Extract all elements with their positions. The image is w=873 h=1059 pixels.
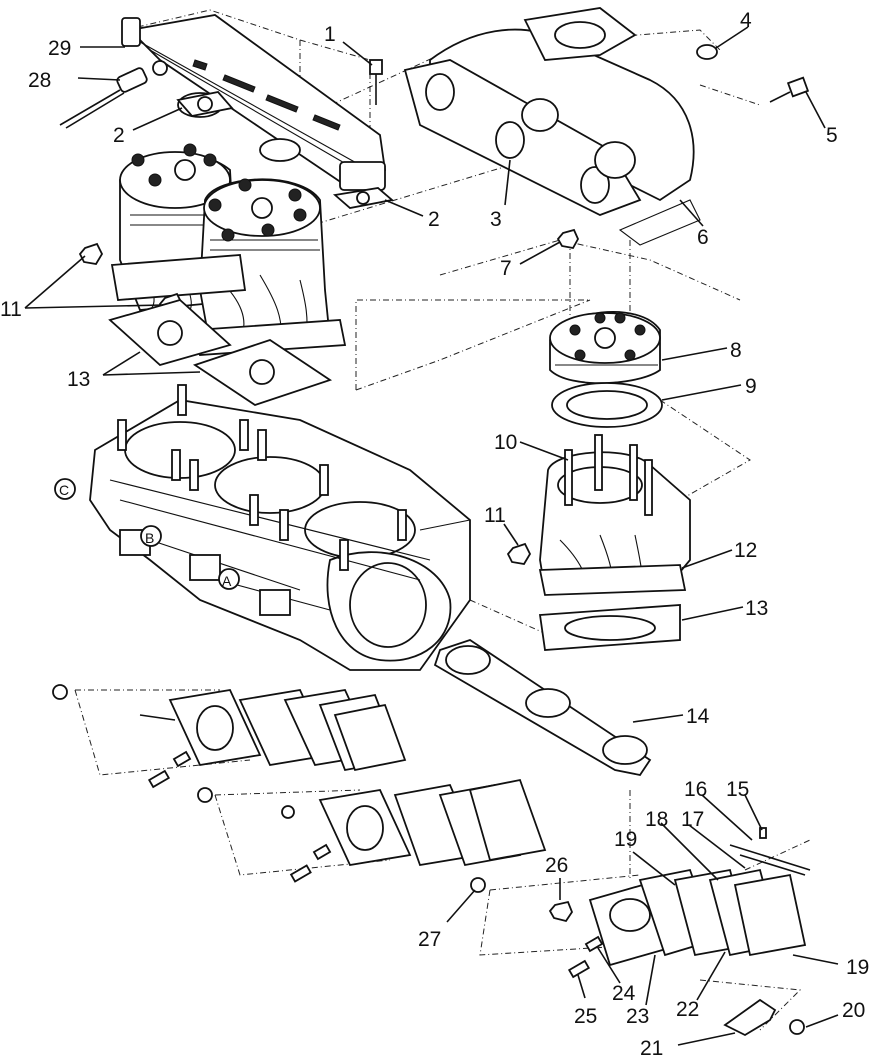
callout-24: 24: [612, 982, 636, 1005]
plug-4: [696, 44, 718, 60]
head-nuts: [131, 143, 307, 242]
callout-14: 14: [686, 705, 710, 728]
callout-11-left: 11: [0, 298, 22, 321]
cylinder-head: [549, 311, 661, 385]
callout-13-left: 13: [67, 368, 90, 391]
reference-markers: [54, 478, 240, 590]
callout-25: 25: [574, 1005, 597, 1028]
temperature-sensor: [59, 67, 148, 129]
cylinder-12: [538, 451, 691, 596]
leader-lines: [24, 26, 839, 1046]
callout-labels: 1 2 2 3 4 5 6 7 8 9 10 11 11 12 13 13 14…: [0, 9, 869, 1059]
callout-17: 17: [681, 808, 704, 831]
callout-28: 28: [28, 69, 51, 92]
bolt-1: [369, 59, 383, 105]
exhaust-pipe: [403, 7, 701, 246]
callout-18: 18: [645, 808, 668, 831]
intake-plate: [433, 639, 652, 777]
callout-19-upper: 19: [614, 828, 637, 851]
reed-block-exploded: [548, 827, 811, 1037]
callout-4: 4: [740, 9, 752, 32]
reed-assembly-middle: [197, 778, 547, 893]
nut-11-right: [506, 542, 532, 565]
callout-2-upper: 2: [113, 124, 125, 147]
callout-1: 1: [324, 23, 336, 46]
callout-16: 16: [684, 778, 707, 801]
callout-29: 29: [48, 37, 71, 60]
callout-7: 7: [500, 257, 512, 280]
callout-10: 10: [494, 431, 517, 454]
studs-10: [564, 434, 653, 516]
head-nut-7: [556, 228, 580, 250]
ref-letter-a: A: [222, 573, 232, 589]
callout-6: 6: [697, 226, 709, 249]
callout-2-lower: 2: [428, 208, 440, 231]
callout-26: 26: [545, 854, 568, 877]
bolt-5: [769, 76, 810, 103]
reed-assembly-upper: [52, 684, 407, 789]
crankcase-studs: [117, 384, 407, 571]
callout-21: 21: [640, 1037, 663, 1059]
head-gasket: [551, 382, 663, 428]
callout-11-right: 11: [484, 504, 506, 527]
ref-letter-b: B: [145, 530, 154, 546]
callout-9: 9: [745, 375, 757, 398]
callout-22: 22: [676, 998, 699, 1021]
exhaust-gaskets: [176, 91, 395, 209]
reference-letter-labels: A B C: [59, 482, 232, 589]
callout-8: 8: [730, 339, 742, 362]
callout-3: 3: [490, 208, 502, 231]
ref-letter-c: C: [59, 482, 69, 498]
callout-12: 12: [734, 539, 757, 562]
callout-27: 27: [418, 928, 441, 951]
callout-19-lower: 19: [846, 956, 869, 979]
base-gasket-13-right: [538, 604, 681, 651]
callout-20: 20: [842, 999, 865, 1022]
exhaust-manifold: [121, 14, 386, 191]
callout-13-right: 13: [745, 597, 768, 620]
base-gaskets-left: [108, 298, 333, 406]
callout-15: 15: [726, 778, 749, 801]
callout-5: 5: [826, 124, 838, 147]
callout-23: 23: [626, 1005, 649, 1028]
